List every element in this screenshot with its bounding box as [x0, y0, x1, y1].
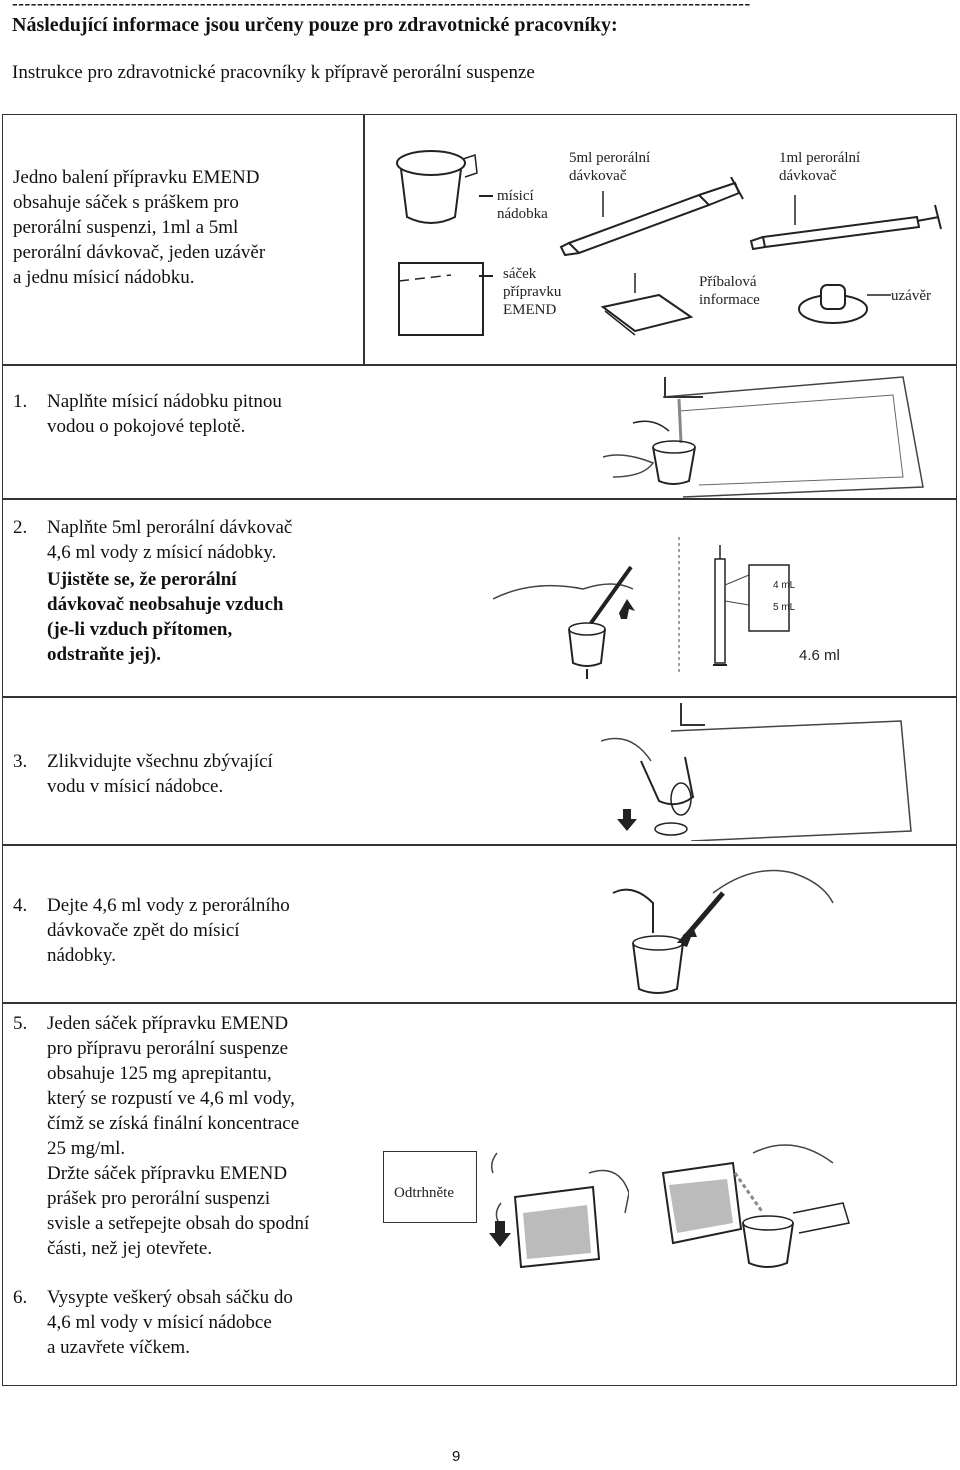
cap-illustration — [798, 284, 891, 324]
syringe-5ml-illustration — [559, 177, 744, 257]
step-4-box: 4.Dejte 4,6 ml vody z perorálního dávkov… — [2, 844, 957, 1004]
step-5-6-box: 5.Jeden sáček přípravku EMEND pro přípra… — [2, 1002, 957, 1386]
syringe-measure-illustration — [678, 537, 790, 675]
leaflet-label: Příbalová informace — [699, 274, 760, 308]
step-2-text: 2.Naplňte 5ml perorální dávkovač 4,6 ml … — [13, 517, 293, 665]
separator-line: ----------------------------------------… — [12, 0, 751, 13]
step-2-box: 2.Naplňte 5ml perorální dávkovač 4,6 ml … — [2, 498, 957, 698]
step-1-box: 1.Naplňte mísicí nádobku pitnou vodou o … — [2, 364, 957, 500]
syringe-1ml-illustration — [749, 195, 942, 251]
sachet-label: sáček přípravku EMEND — [503, 266, 562, 318]
step-3-box: 3.Zlikvidujte všechnu zbývající vodu v m… — [2, 696, 957, 846]
syringe-1ml-label: 1ml perorální dávkovač — [779, 150, 861, 184]
page-number: 9 — [452, 1448, 461, 1465]
step-1-text: 1.Naplňte mísicí nádobku pitnou vodou o … — [13, 391, 282, 437]
step-5-text: 5.Jeden sáček přípravku EMEND pro přípra… — [13, 1013, 310, 1259]
return-water-illustration — [612, 869, 834, 994]
page-title: Následující informace jsou určeny pouze … — [12, 14, 618, 36]
volume-label: 4.6 ml — [799, 647, 840, 664]
shake-sachet-illustration — [489, 1152, 629, 1269]
discard-water-illustration — [601, 703, 912, 841]
step-6-text: 6.Vysypte veškerý obsah sáčku do 4,6 ml … — [13, 1287, 293, 1358]
step-4-text: 4.Dejte 4,6 ml vody z perorálního dávkov… — [13, 895, 290, 966]
tear-label-box: Odtrhněte — [383, 1151, 477, 1223]
draw-water-illustration — [493, 565, 635, 679]
fill-cup-illustration — [603, 376, 924, 498]
kit-contents-box: Jedno balení přípravku EMEND obsahuje sá… — [2, 114, 957, 366]
syringe-mark-4ml: 4 mL — [773, 580, 796, 591]
cup-label: mísicí nádobka — [497, 188, 548, 222]
pour-sachet-illustration — [661, 1144, 850, 1268]
leaflet-illustration — [600, 273, 694, 336]
syringe-mark-5ml: 5 mL — [773, 602, 796, 613]
syringe-5ml-label: 5ml perorální dávkovač — [569, 150, 651, 184]
mixing-cup-illustration — [396, 150, 478, 224]
step-3-text: 3.Zlikvidujte všechnu zbývající vodu v m… — [13, 751, 273, 797]
kit-description: Jedno balení přípravku EMEND obsahuje sá… — [13, 167, 266, 288]
page-subtitle: Instrukce pro zdravotnické pracovníky k … — [12, 62, 535, 83]
sachet-illustration — [398, 262, 484, 336]
cap-label: uzávěr — [891, 288, 931, 304]
tear-label: Odtrhněte — [394, 1185, 454, 1201]
